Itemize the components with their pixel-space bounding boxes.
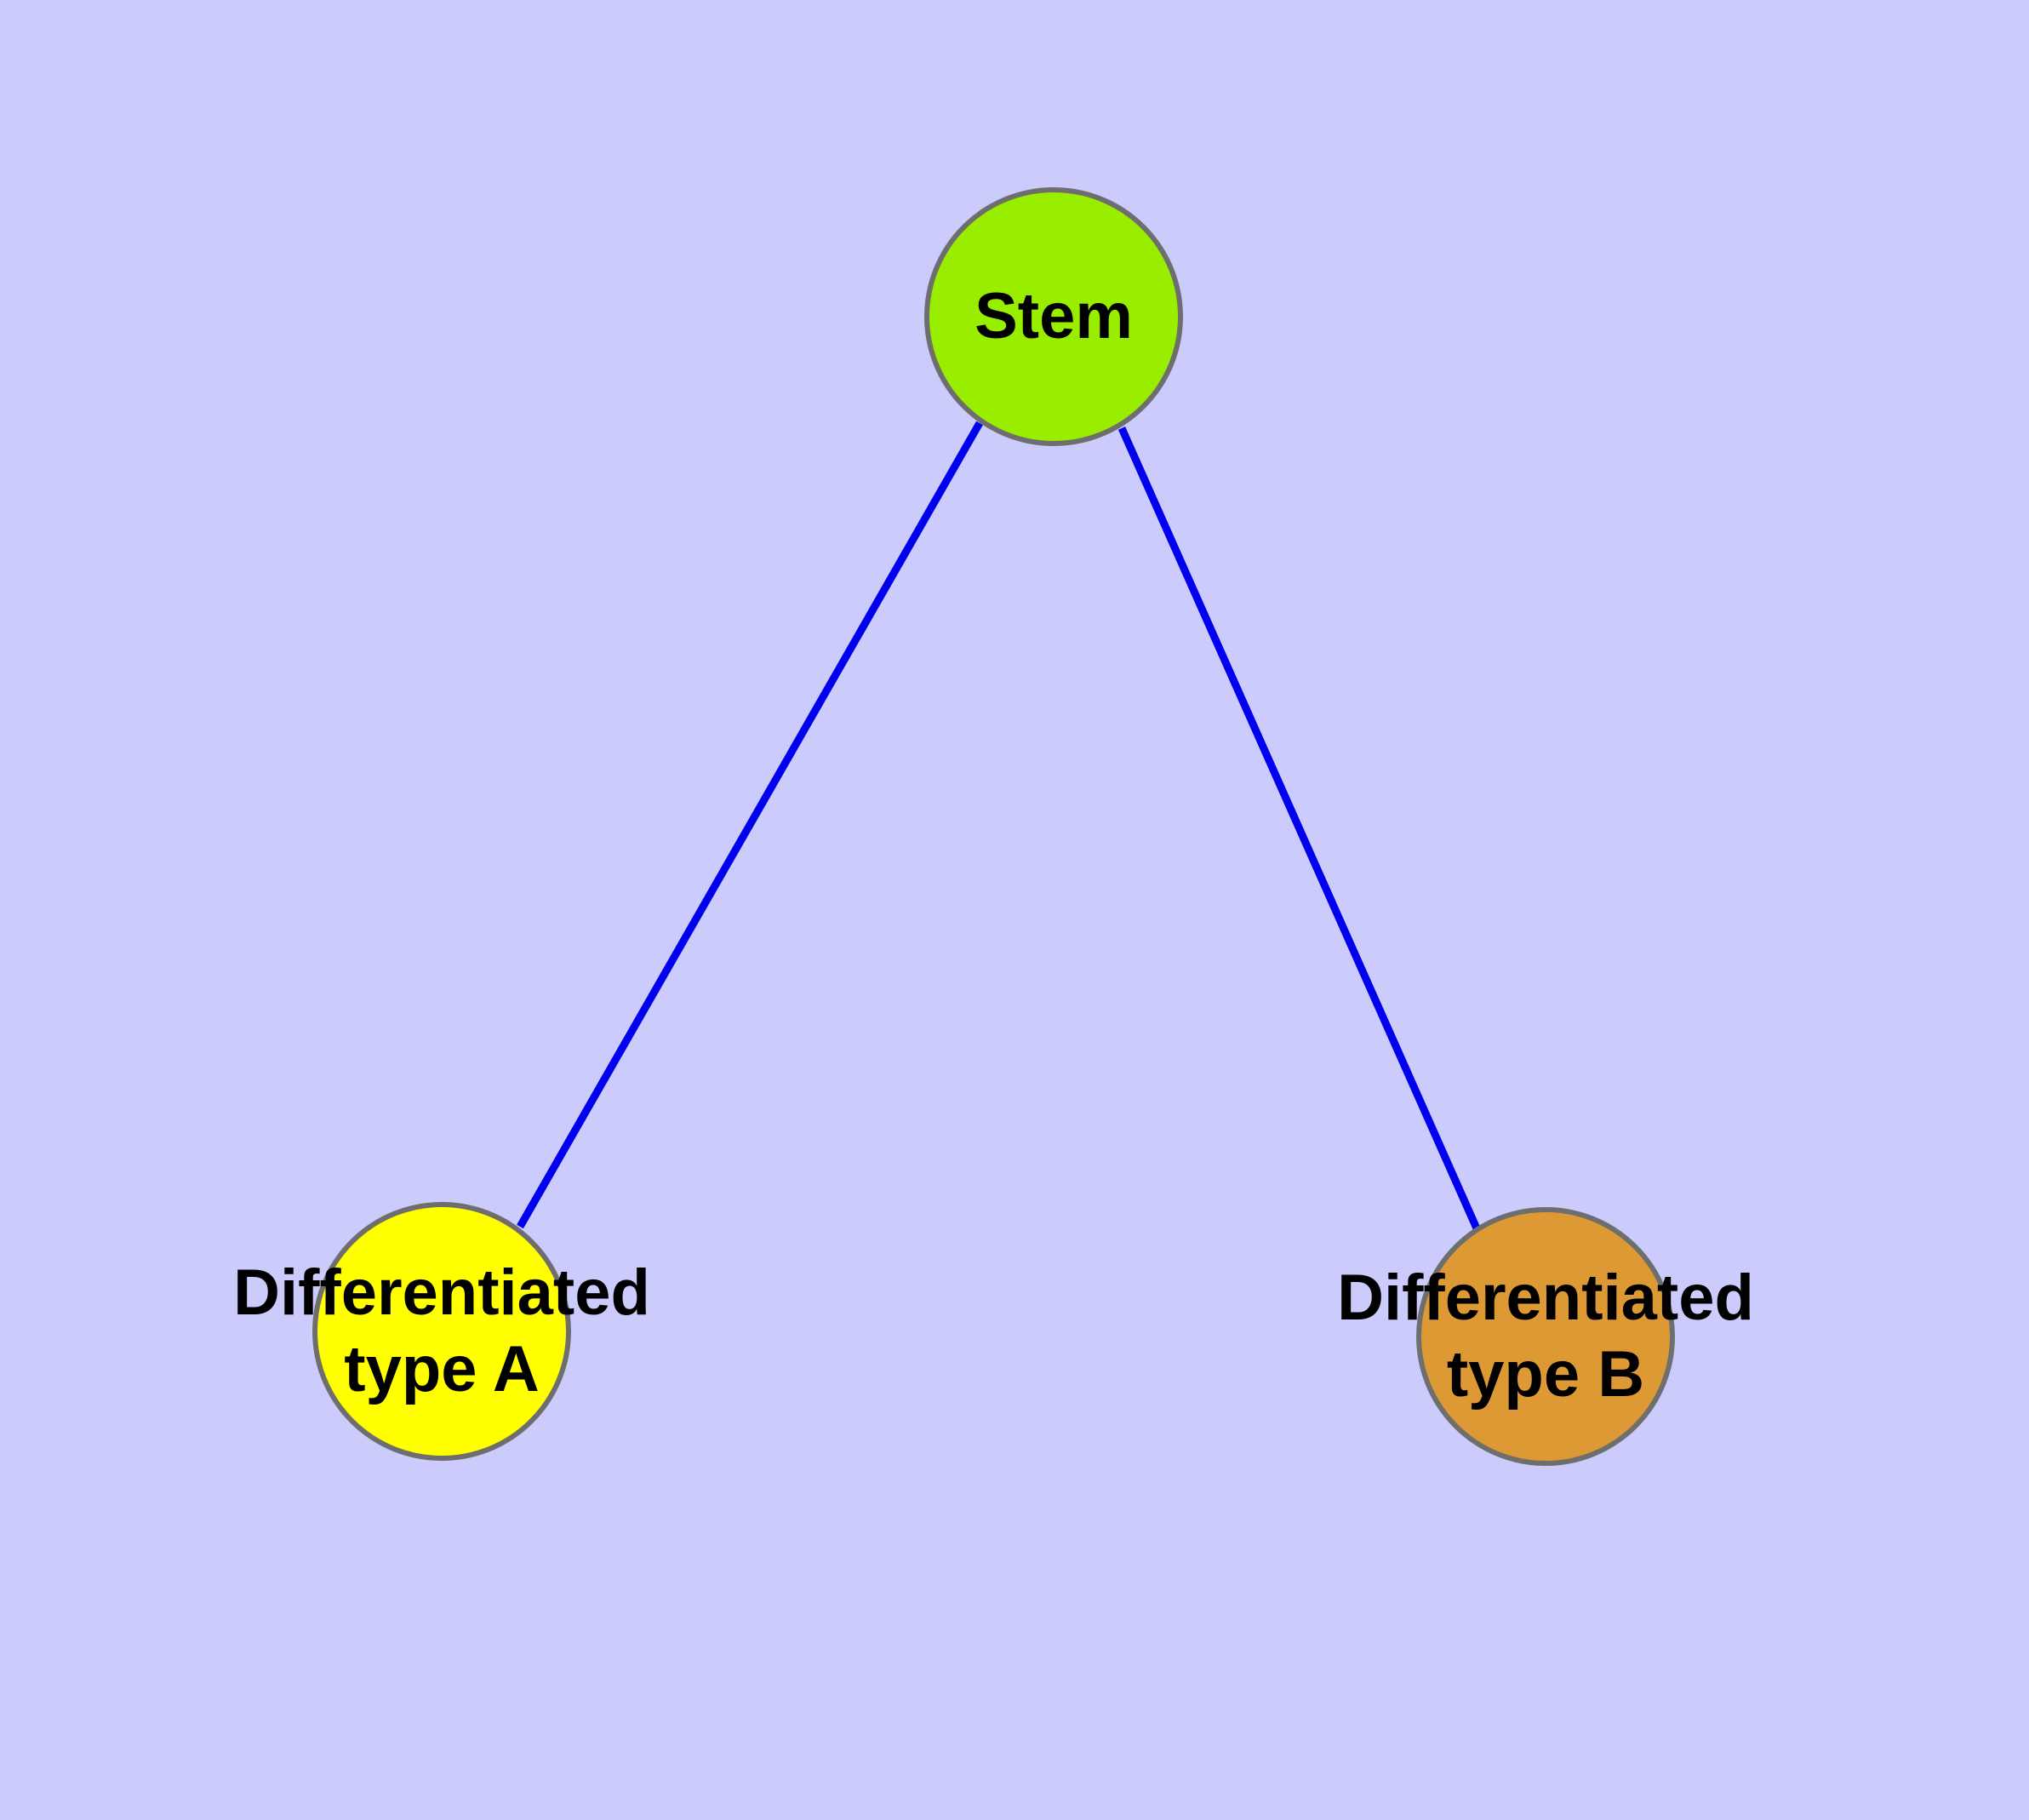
edge-stem-to-type-b bbox=[1117, 426, 1481, 1230]
node-stem[interactable] bbox=[924, 187, 1183, 446]
node-differentiated-type-a[interactable] bbox=[312, 1202, 571, 1461]
node-differentiated-type-b[interactable] bbox=[1416, 1207, 1675, 1466]
edge-stem-to-type-a bbox=[517, 421, 983, 1229]
